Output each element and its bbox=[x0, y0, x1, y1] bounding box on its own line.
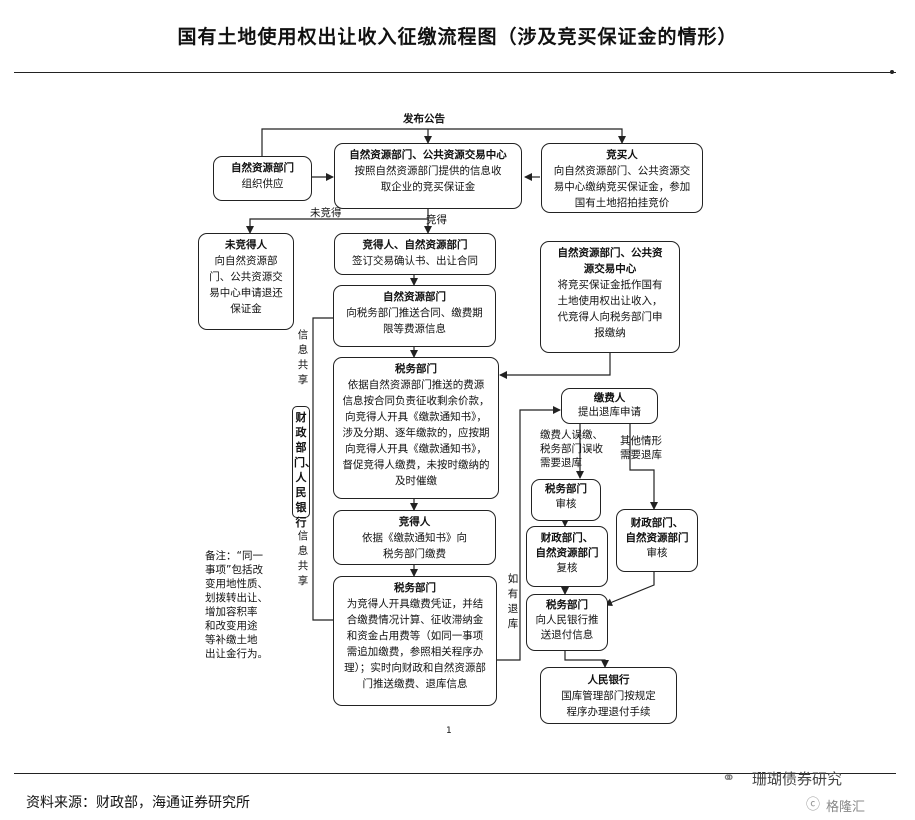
box-peoples-bank: 人民银行 国库管理部门按规定 程序办理退付手续 bbox=[540, 667, 677, 724]
page-mark: 1 bbox=[446, 726, 452, 736]
source-note: 资料来源：财政部，海通证券研究所 bbox=[26, 795, 250, 811]
box-finance-resources-recheck: 财政部门、 自然资源部门 复核 bbox=[526, 526, 608, 587]
box-body: 向自然资源部 门、公共资源交 易中心申请退还 保证金 bbox=[209, 255, 283, 315]
box-body: 向人民银行推 送退付信息 bbox=[535, 614, 599, 641]
box-title: 税务部门 bbox=[546, 599, 588, 611]
box-title: 税务部门 bbox=[394, 582, 436, 594]
box-push-contract-info: 自然资源部门 向税务部门推送合同、缴费期 限等费源信息 bbox=[333, 285, 496, 347]
box-unsuccessful-bidder: 未竞得人 向自然资源部 门、公共资源交 易中心申请退还 保证金 bbox=[198, 233, 294, 330]
box-title: 财政部门、 自然资源部门 bbox=[625, 517, 689, 544]
box-deposit-offset: 自然资源部门、公共资 源交易中心 将竞买保证金抵作国有 土地使用权出让收入， 代… bbox=[540, 241, 680, 353]
box-title: 自然资源部门 bbox=[383, 291, 446, 303]
label-payer-error: 缴费人误缴、 税务部门误收 需要退库 bbox=[540, 429, 603, 469]
top-rule bbox=[14, 72, 896, 73]
box-title: 竞得人、自然资源部门 bbox=[362, 239, 468, 251]
box-body: 审核 bbox=[646, 547, 668, 559]
box-body: 向税务部门推送合同、缴费期 限等费源信息 bbox=[346, 307, 483, 335]
side-box-finance-pboc: 财政部门、人民银行 bbox=[292, 406, 316, 529]
box-body: 提出退库申请 bbox=[578, 406, 641, 418]
box-title: 竞买人 bbox=[606, 149, 638, 161]
box-sign-contract: 竞得人、自然资源部门 签订交易确认书、出让合同 bbox=[334, 233, 496, 275]
box-body: 组织供应 bbox=[241, 178, 284, 190]
brand-logo-icon: ⓒ bbox=[806, 797, 820, 813]
box-body: 将竞买保证金抵作国有 土地使用权出让收入， 代竞得人向税务部门申 报缴纳 bbox=[557, 279, 663, 339]
box-tax-review: 税务部门 审核 bbox=[531, 479, 601, 521]
box-tax-receipt: 税务部门 为竞得人开具缴费凭证，并结 合缴费情况计算、征收滞纳金 和资金占用费等… bbox=[333, 576, 497, 706]
box-payer-refund: 缴费人 提出退库申请 bbox=[561, 388, 658, 424]
box-body: 国库管理部门按规定 程序办理退付手续 bbox=[561, 690, 656, 718]
box-natural-resources-supply: 自然资源部门 组织供应 bbox=[213, 156, 312, 201]
box-trading-center: 自然资源部门、公共资源交易中心 按照自然资源部门提供的信息收 取企业的竞买保证金 bbox=[334, 143, 522, 209]
box-body: 依据《缴款通知书》向 税务部门缴费 bbox=[362, 532, 467, 560]
box-title: 人民银行 bbox=[587, 674, 630, 686]
box-tax-push-refund: 税务部门 向人民银行推 送退付信息 bbox=[526, 594, 608, 651]
watermark-account: 珊瑚债券研究 bbox=[752, 770, 843, 788]
label-other-refund: 其他情形 需要退库 bbox=[620, 435, 662, 461]
label-announce: 发布公告 bbox=[403, 113, 445, 125]
box-title: 自然资源部门、公共资源交易中心 bbox=[349, 149, 507, 161]
wechat-icon: ⚭ bbox=[722, 768, 736, 787]
box-body: 审核 bbox=[555, 498, 577, 510]
box-tax-collection: 税务部门 依据自然资源部门推送的费源 信息按合同负责征收剩余价款， 向竞得人开具… bbox=[333, 357, 499, 499]
box-title: 自然资源部门 bbox=[231, 162, 294, 174]
box-title: 税务部门 bbox=[395, 363, 437, 375]
watermark-brand: 格隆汇 bbox=[826, 800, 866, 815]
label-info-share-top: 信息共享 bbox=[297, 329, 309, 386]
box-finance-resources-review: 财政部门、 自然资源部门 审核 bbox=[616, 509, 698, 572]
box-title: 缴费人 bbox=[593, 392, 626, 404]
remark-note: 备注：“同一 事项”包括改 变用地性质、 划拨转出让、 增加容积率 和改变用途 … bbox=[205, 550, 268, 660]
label-if-refund: 如有退库 bbox=[507, 573, 519, 630]
box-title: 竞得人 bbox=[398, 516, 431, 528]
box-body: 按照自然资源部门提供的信息收 取企业的竞买保证金 bbox=[354, 165, 502, 193]
box-title: 财政部门、 自然资源部门 bbox=[535, 532, 599, 559]
box-winner-payment: 竞得人 依据《缴款通知书》向 税务部门缴费 bbox=[333, 510, 496, 565]
label-info-share-bottom: 信息共享 bbox=[297, 530, 309, 587]
box-body: 为竞得人开具缴费凭证，并结 合缴费情况计算、征收滞纳金 和资金占用费等（如同一事… bbox=[344, 598, 486, 690]
label-won: 竞得 bbox=[426, 214, 447, 226]
page-title: 国有土地使用权出让收入征缴流程图（涉及竞买保证金的情形） bbox=[177, 26, 738, 48]
box-title: 自然资源部门、公共资 源交易中心 bbox=[557, 247, 663, 275]
box-title: 未竞得人 bbox=[225, 239, 267, 251]
label-not-won: 未竞得 bbox=[310, 207, 342, 219]
box-bidder: 竞买人 向自然资源部门、公共资源交 易中心缴纳竞买保证金，参加 国有土地招拍挂竞… bbox=[541, 143, 703, 213]
box-body: 签订交易确认书、出让合同 bbox=[352, 255, 478, 267]
box-body: 复核 bbox=[556, 562, 578, 574]
rule-dot bbox=[890, 70, 894, 74]
box-body: 依据自然资源部门推送的费源 信息按合同负责征收剩余价款， 向竞得人开具《缴款通知… bbox=[342, 379, 490, 487]
box-title: 税务部门 bbox=[545, 483, 587, 495]
box-body: 向自然资源部门、公共资源交 易中心缴纳竞买保证金，参加 国有土地招拍挂竞价 bbox=[553, 165, 691, 209]
bottom-rule bbox=[14, 773, 896, 774]
